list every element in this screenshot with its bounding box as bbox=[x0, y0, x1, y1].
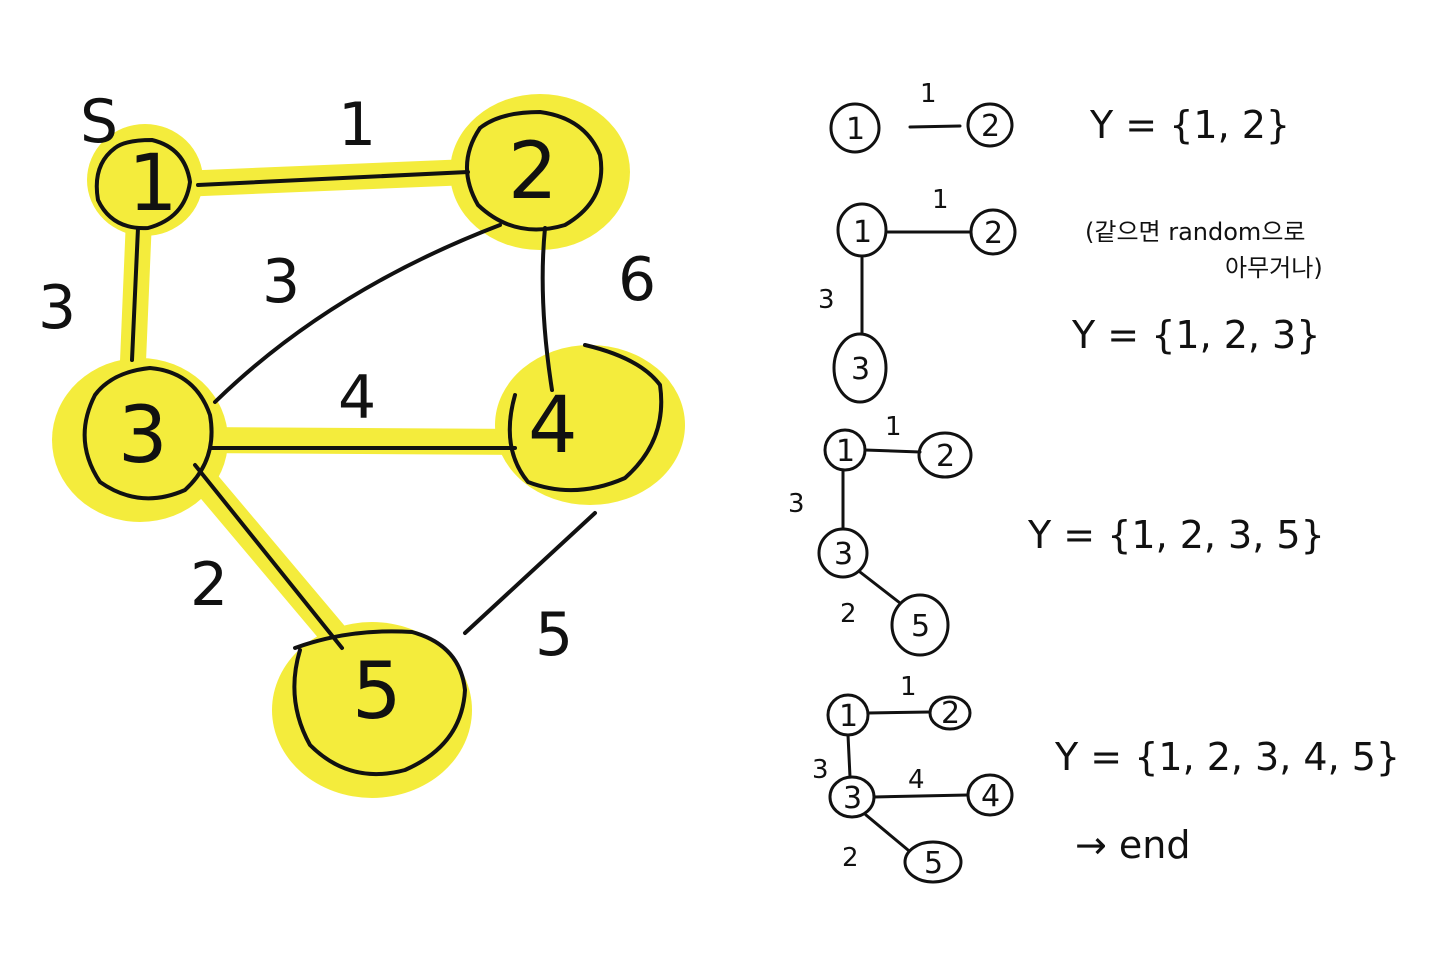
step3-node-5-circle bbox=[890, 593, 950, 657]
step4-set: Y = {1, 2, 3, 4, 5} bbox=[1054, 735, 1400, 779]
highlight-node-3 bbox=[52, 358, 228, 522]
end-label: → end bbox=[1075, 823, 1191, 867]
step1-node-2-circle bbox=[966, 102, 1014, 148]
step4-node-2-label: 2 bbox=[941, 696, 960, 731]
step2-note-line2: 아무거나) bbox=[1225, 254, 1323, 282]
step3-weight-1-2: 1 bbox=[885, 412, 902, 442]
weight-edge-1-2: 1 bbox=[338, 90, 376, 160]
edge-1-2 bbox=[196, 170, 470, 187]
node-circle-1 bbox=[94, 138, 192, 231]
step4-node-1-label: 1 bbox=[839, 699, 858, 734]
node-label-5: 5 bbox=[352, 647, 402, 737]
node-circle-layer bbox=[82, 110, 664, 777]
weight-edge-1-3: 3 bbox=[38, 273, 76, 343]
step4-weight-1-3: 3 bbox=[812, 755, 829, 785]
step4-edge-3-4 bbox=[872, 793, 970, 799]
step4-node-5-label: 5 bbox=[924, 846, 943, 881]
step-3: 1 2 3 5 1 3 2 Y = {1, 2, 3, 5} bbox=[788, 412, 1325, 657]
weight-edge-2-4: 6 bbox=[618, 245, 656, 315]
start-label: S bbox=[80, 87, 118, 157]
step3-weight-1-3: 3 bbox=[788, 489, 805, 519]
step3-node-3-label: 3 bbox=[834, 537, 853, 572]
step3-weight-3-5: 2 bbox=[840, 599, 857, 629]
step3-edge-3-5 bbox=[858, 570, 902, 605]
weight-edge-3-5: 2 bbox=[190, 550, 228, 620]
node-label-4: 4 bbox=[528, 381, 578, 471]
node-label-1: 1 bbox=[128, 139, 178, 229]
step2-node-2-label: 2 bbox=[984, 216, 1003, 251]
step4-edge-1-2 bbox=[866, 710, 932, 715]
node-circle-2 bbox=[465, 110, 604, 232]
node-circle-3 bbox=[82, 366, 214, 501]
step4-weight-3-5: 2 bbox=[842, 843, 859, 873]
step3-node-5-label: 5 bbox=[911, 609, 930, 644]
step2-node-1-label: 1 bbox=[853, 215, 872, 250]
node-label-layer: 1 2 3 4 5 bbox=[118, 127, 578, 737]
edge-1-3 bbox=[130, 226, 140, 362]
node-label-3: 3 bbox=[118, 391, 168, 481]
step3-set: Y = {1, 2, 3, 5} bbox=[1027, 513, 1325, 557]
highlight-layer bbox=[52, 94, 685, 798]
step2-node-1-circle bbox=[836, 202, 888, 258]
step1-node-1-label: 1 bbox=[846, 112, 865, 147]
edge-layer bbox=[130, 170, 597, 650]
highlight-edge-3-4 bbox=[177, 427, 533, 455]
step4-weight-1-2: 1 bbox=[900, 672, 917, 702]
step-1: 1 2 1 Y = {1, 2} bbox=[829, 79, 1290, 154]
step1-set: Y = {1, 2} bbox=[1089, 103, 1290, 147]
edge-4-5 bbox=[463, 511, 597, 635]
main-graph: 1 2 3 4 5 S 1 3 3 6 4 2 5 bbox=[38, 87, 685, 798]
step4-weight-3-4: 4 bbox=[908, 765, 925, 795]
edge-2-3 bbox=[213, 223, 502, 404]
weight-label-layer: S 1 3 3 6 4 2 5 bbox=[38, 87, 656, 670]
step2-note-line1: (같으면 random으로 bbox=[1085, 218, 1305, 246]
node-circle-4 bbox=[507, 343, 664, 493]
step4-edge-3-5 bbox=[864, 813, 910, 852]
step4-node-3-label: 3 bbox=[843, 781, 862, 816]
step-4: 1 2 3 4 5 1 3 4 2 Y = {1, 2, 3, 4, 5} → … bbox=[812, 672, 1400, 884]
step4-node-5-circle bbox=[903, 840, 963, 884]
weight-edge-2-3: 3 bbox=[262, 247, 300, 317]
node-label-2: 2 bbox=[508, 127, 558, 217]
step2-weight-1-2: 1 bbox=[932, 185, 949, 215]
weight-edge-4-5: 5 bbox=[535, 600, 573, 670]
step3-node-2-label: 2 bbox=[936, 439, 955, 474]
step1-node-1-circle bbox=[829, 102, 881, 154]
node-circle-5 bbox=[292, 629, 467, 777]
step3-node-1-label: 1 bbox=[836, 434, 855, 469]
step3-node-2-circle bbox=[917, 431, 973, 479]
step3-edge-1-2 bbox=[863, 448, 922, 454]
step1-edge-1-2 bbox=[908, 124, 962, 129]
step2-set: Y = {1, 2, 3} bbox=[1071, 313, 1320, 357]
step1-node-2-label: 2 bbox=[981, 109, 1000, 144]
weight-edge-3-4: 4 bbox=[338, 363, 376, 433]
step2-node-3-label: 3 bbox=[851, 352, 870, 387]
step2-node-3-circle bbox=[832, 332, 888, 404]
edge-2-4 bbox=[540, 226, 554, 392]
step4-node-4-label: 4 bbox=[981, 779, 1000, 814]
step-2: 1 2 3 1 3 (같으면 random으로 아무거나) Y = {1, 2,… bbox=[818, 185, 1323, 404]
edge-3-5 bbox=[193, 463, 344, 650]
step2-weight-1-3: 3 bbox=[818, 285, 835, 315]
step1-weight-1-2: 1 bbox=[920, 79, 937, 109]
step4-edge-1-3 bbox=[846, 733, 852, 779]
